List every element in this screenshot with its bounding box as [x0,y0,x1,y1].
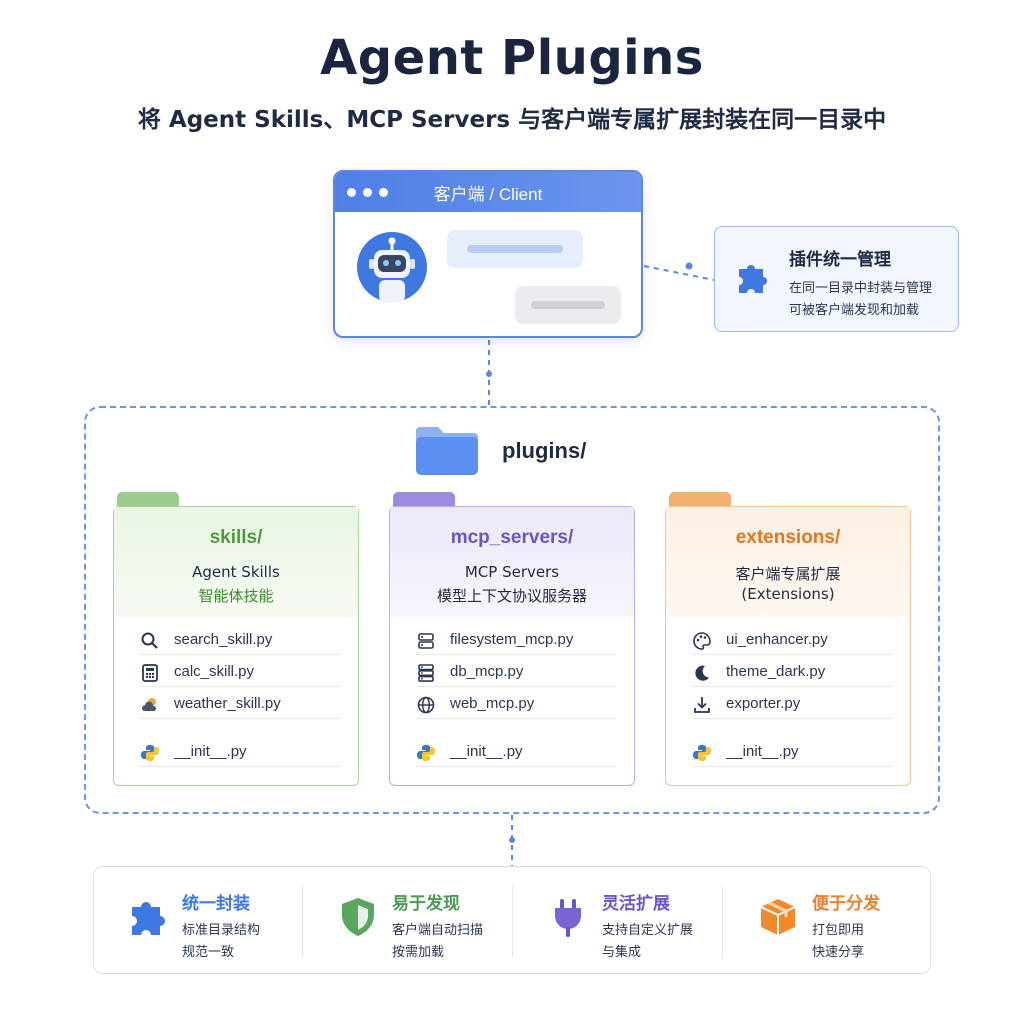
feature-line: 支持自定义扩展 [602,923,694,938]
file-item[interactable]: __init__.py [140,739,340,767]
feature-line: 与集成 [602,945,642,960]
shield-icon [342,898,374,936]
file-item[interactable]: __init__.py [692,739,892,767]
feature-line: 快速分享 [812,945,865,960]
database-icon [418,664,434,682]
puzzle-icon [132,902,165,935]
plugins-folder-icon [416,427,478,475]
feature-title: 灵活扩展 [602,894,670,914]
file-item[interactable]: theme_dark.py [692,659,892,687]
chat-bubble-outgoing [515,286,621,324]
feature-easy-distribution: 便于分发 打包即用 快速分享 [724,867,934,975]
file-item[interactable]: web_mcp.py [416,691,616,719]
features-panel: 统一封装 标准目录结构 规范一致 易于发现 客户端自动扫描 按需加载 灵活扩展 … [93,866,931,974]
feature-title: 易于发现 [392,894,460,914]
plug-icon [555,899,581,937]
mcp-dir-name: mcp_servers/ [450,527,574,548]
moon-icon [695,665,709,681]
chat-bubble-incoming [447,230,583,268]
skills-folder: skills/ Agent Skills 智能体技能 search_skill.… [113,506,359,786]
feature-divider [512,885,513,957]
feature-easy-discovery: 易于发现 客户端自动扫描 按需加载 [304,867,514,975]
package-icon [760,899,796,935]
python-icon [693,745,711,761]
file-item[interactable]: ui_enhancer.py [692,627,892,655]
window-dot-icon [379,187,388,197]
mcp-title: MCP Servers [464,563,560,581]
skills-dir-name: skills/ [209,527,263,548]
extensions-subtitle: (Extensions) [741,585,835,603]
feature-flexible-extension: 灵活扩展 支持自定义扩展 与集成 [514,867,724,975]
management-line-1: 在同一目录中封装与管理 [789,281,933,296]
plugins-label: plugins/ [502,438,587,463]
file-item[interactable]: weather_skill.py [140,691,340,719]
palette-icon [693,632,711,650]
feature-line: 客户端自动扫描 [392,923,484,938]
extensions-header: extensions/ 客户端专属扩展 (Extensions) [666,507,910,617]
feature-title: 统一封装 [182,894,250,914]
file-item[interactable]: calc_skill.py [140,659,340,687]
client-title: 客户端 / Client [433,184,543,204]
file-item[interactable]: search_skill.py [140,627,340,655]
feature-title: 便于分发 [812,894,880,914]
python-icon [417,745,435,761]
skills-subtitle: 智能体技能 [198,587,274,605]
weather-icon [142,698,157,711]
skills-title: Agent Skills [192,563,280,581]
feature-divider [722,885,723,957]
plugin-management-card: 插件统一管理 在同一目录中封装与管理 可被客户端发现和加载 [714,226,959,332]
calculator-icon [142,664,158,682]
puzzle-icon [739,265,767,293]
feature-divider [302,885,303,957]
window-dot-icon [347,187,356,197]
file-item[interactable]: db_mcp.py [416,659,616,687]
feature-unified-packaging: 统一封装 标准目录结构 规范一致 [94,867,304,975]
page-title: Agent Plugins [320,30,704,86]
mcp-subtitle: 模型上下文协议服务器 [436,587,587,605]
client-title-bar: 客户端 / Client [335,172,641,212]
feature-line: 按需加载 [392,945,445,960]
feature-line: 规范一致 [182,945,235,960]
python-icon [141,745,159,761]
feature-line: 标准目录结构 [182,923,261,938]
mcp-header: mcp_servers/ MCP Servers 模型上下文协议服务器 [390,507,634,617]
feature-line: 打包即用 [812,923,865,938]
window-dot-icon [363,187,372,197]
plugins-container [84,406,940,814]
skills-header: skills/ Agent Skills 智能体技能 [114,507,358,617]
file-item[interactable]: exporter.py [692,691,892,719]
file-item[interactable]: filesystem_mcp.py [416,627,616,655]
extensions-dir-name: extensions/ [735,527,841,548]
download-icon [694,697,710,713]
extensions-title: 客户端专属扩展 [735,565,841,583]
globe-icon [417,696,435,714]
page-subtitle: 将 Agent Skills、MCP Servers 与客户端专属扩展封装在同一… [137,107,887,133]
robot-avatar-icon [357,232,427,302]
client-window: 客户端 / Client [333,170,643,338]
mcp-servers-folder: mcp_servers/ MCP Servers 模型上下文协议服务器 file… [389,506,635,786]
management-title: 插件统一管理 [789,250,891,270]
management-line-2: 可被客户端发现和加载 [789,303,920,318]
extensions-folder: extensions/ 客户端专属扩展 (Extensions) ui_enha… [665,506,911,786]
search-icon [141,632,158,649]
file-item[interactable]: __init__.py [416,739,616,767]
server-icon [418,633,434,649]
